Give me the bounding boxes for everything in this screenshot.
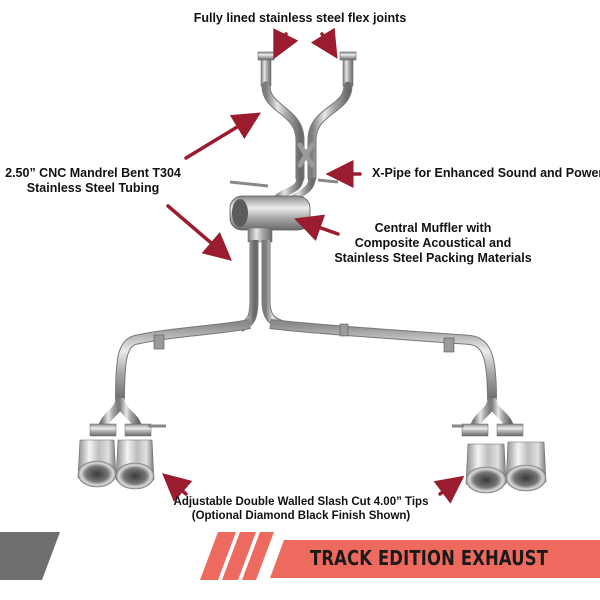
x-pipe <box>261 81 353 183</box>
banner-accent-stripe <box>200 532 236 580</box>
hanger-rod <box>229 180 269 188</box>
tubing-text-line1: 2.50” CNC Mandrel Bent T304 <box>5 166 181 180</box>
flex-joints-text: Fully lined stainless steel flex joints <box>193 11 407 25</box>
muffler-text-line2: Composite Acoustical and <box>354 236 512 250</box>
muffler-text-line1: Central Muffler with <box>374 221 492 235</box>
xpipe-label: X-Pipe for Enhanced Sound and Power <box>372 166 600 181</box>
tip-assembly-right <box>452 397 547 494</box>
arrow-icon <box>310 27 338 59</box>
banner-accent-stripe <box>242 532 274 580</box>
arrow-icon <box>273 28 299 60</box>
banner-gray-stripe <box>0 532 60 580</box>
tips-text-line1: Adjustable Double Walled Slash Cut 4.00”… <box>173 496 429 508</box>
arrow-icon <box>162 473 193 503</box>
flex-joint-right <box>339 51 357 87</box>
tips-label: Adjustable Double Walled Slash Cut 4.00”… <box>160 495 442 523</box>
arrow-icon <box>184 112 261 160</box>
banner-title: TRACK EDITION EXHAUST <box>310 546 549 570</box>
arrow-icon <box>166 204 232 261</box>
flex-joint-left <box>257 51 275 87</box>
arrow-icon <box>433 475 465 504</box>
pipe-clamp <box>339 323 349 337</box>
muffler-label: Central Muffler with Composite Acoustica… <box>328 221 538 266</box>
tubing-label: 2.50” CNC Mandrel Bent T304 Stainless St… <box>0 166 186 196</box>
central-muffler <box>229 195 311 243</box>
pipe-clamp <box>153 334 165 350</box>
flex-joints-label: Fully lined stainless steel flex joints <box>0 11 600 26</box>
pipe-clamp <box>443 337 455 353</box>
tip-assembly-left <box>77 397 166 490</box>
arrow-icon <box>294 214 340 242</box>
banner-bar <box>270 540 600 578</box>
xpipe-text: X-Pipe for Enhanced Sound and Power <box>372 166 600 180</box>
tips-text-line2: (Optional Diamond Black Finish Shown) <box>191 510 411 522</box>
tubing-text-line2: Stainless Steel Tubing <box>26 181 160 195</box>
muffler-text-line3: Stainless Steel Packing Materials <box>334 251 532 265</box>
hanger-rod <box>317 178 339 184</box>
banner-graphic <box>0 532 600 580</box>
banner-accent-stripe <box>222 532 256 580</box>
